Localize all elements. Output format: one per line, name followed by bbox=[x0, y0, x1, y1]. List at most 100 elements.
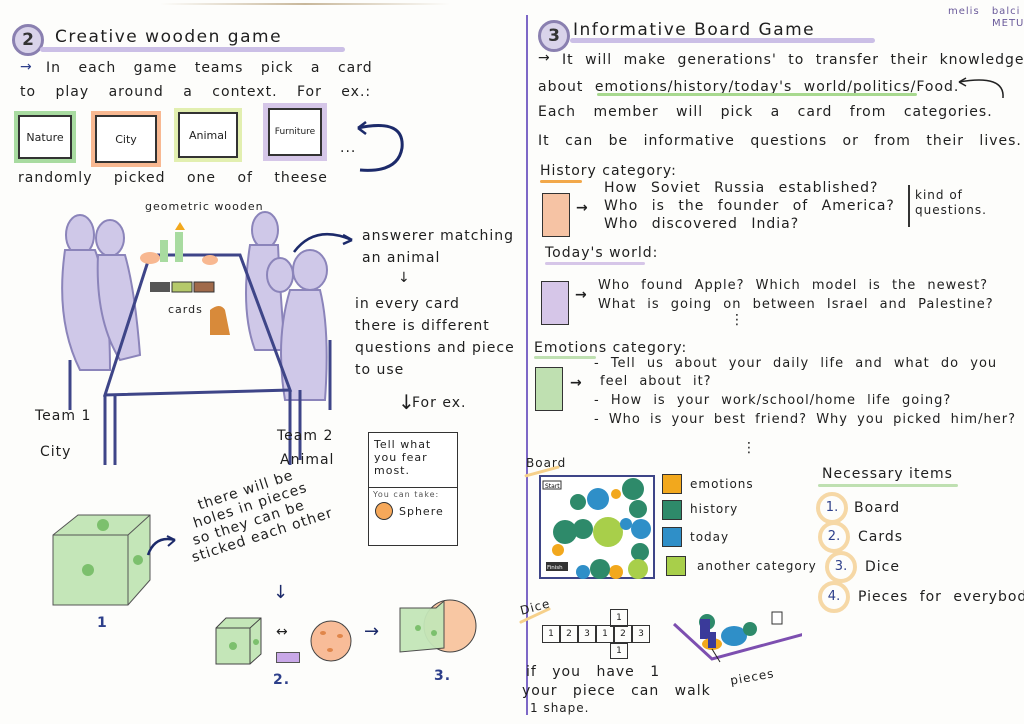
dice-rule: if you have 1 bbox=[526, 664, 661, 680]
example-card: Tell what you fear most. You can take: S… bbox=[368, 432, 458, 546]
item-number-badge: 1. bbox=[816, 492, 848, 524]
dice-net: 1 1 2 3 1 2 3 1 bbox=[542, 609, 650, 659]
page-divider bbox=[526, 15, 528, 715]
today-underline bbox=[545, 262, 645, 265]
emotions-question: - How is your work/school/home life goin… bbox=[594, 393, 952, 408]
net-cell: 1 bbox=[542, 625, 560, 643]
section-number-badge: 3 bbox=[538, 20, 570, 52]
more-indicator: ⋮ bbox=[730, 312, 745, 328]
dice-rule: 1 shape. bbox=[530, 701, 590, 715]
arrow-icon: → bbox=[575, 287, 588, 303]
back-arrow-icon bbox=[958, 77, 1004, 99]
item-number-badge: 2. bbox=[818, 521, 850, 553]
legend-swatch-today bbox=[662, 527, 682, 547]
author-school: METU bbox=[992, 18, 1024, 29]
card-question: most. bbox=[374, 464, 410, 477]
answerer-text: an animal bbox=[362, 250, 441, 266]
context-card-nature: Nature bbox=[18, 115, 72, 159]
emotions-question: - Tell us about your daily life and what… bbox=[594, 356, 998, 371]
step3-label: 3. bbox=[434, 668, 452, 684]
intro-line: It can be informative questions or from … bbox=[538, 133, 1022, 149]
necessary-item: 2. Cards bbox=[818, 521, 903, 553]
history-question: Who discovered India? bbox=[604, 216, 800, 232]
down-arrow-icon: ↓ bbox=[398, 270, 411, 286]
net-cell: 2 bbox=[614, 625, 632, 643]
history-question: Who is the founder of America? bbox=[604, 198, 895, 214]
title-underline bbox=[40, 47, 345, 52]
necessary-item: 4. Pieces for everybody bbox=[818, 581, 1024, 613]
context-label: Nature bbox=[26, 130, 64, 144]
net-cell: 1 bbox=[596, 625, 614, 643]
arrow-icon bbox=[146, 535, 176, 556]
board-path-spaces bbox=[552, 478, 651, 579]
section-number-badge: 2 bbox=[12, 24, 44, 56]
intro-line: to play around a context. For ex.: bbox=[20, 84, 372, 100]
necessary-title: Necessary items bbox=[822, 466, 953, 482]
item-label: Pieces for everybody bbox=[858, 589, 1024, 605]
legend-swatch-history bbox=[662, 500, 682, 520]
necessary-item: 3. Dice bbox=[825, 551, 900, 583]
intro-arrow-icon: → bbox=[20, 59, 33, 75]
context-card-city: City bbox=[95, 115, 157, 163]
intro-arrow-icon: → bbox=[538, 50, 551, 66]
answerer-text: answerer matching bbox=[362, 228, 515, 244]
more-indicator: ⋮ bbox=[742, 440, 757, 456]
history-heading: History category: bbox=[540, 163, 677, 179]
down-arrow-icon: ↓ bbox=[273, 582, 290, 603]
context-label: Animal bbox=[188, 128, 228, 142]
card-piece: Sphere bbox=[375, 502, 451, 520]
today-question: Who found Apple? Which model is the newe… bbox=[598, 278, 989, 293]
legend-label: another category bbox=[697, 559, 817, 573]
item-label: Board bbox=[854, 500, 901, 516]
net-cell: 2 bbox=[560, 625, 578, 643]
random-note: randomly picked one of theese bbox=[18, 170, 328, 186]
cube-piece-small bbox=[215, 617, 262, 665]
context-label: City bbox=[115, 132, 137, 146]
today-card-icon bbox=[541, 281, 569, 325]
emotions-question: - Who is your best friend? Why you picke… bbox=[594, 412, 1016, 427]
necessary-underline bbox=[818, 484, 958, 487]
history-card-icon bbox=[542, 193, 570, 237]
connector-peg bbox=[276, 652, 300, 663]
card-info-text: to use bbox=[355, 362, 405, 378]
connect-arrow-icon: ↔ bbox=[276, 624, 289, 640]
geometric-wooden-label: geometric wooden bbox=[145, 200, 264, 213]
step1-label: 1 bbox=[97, 615, 108, 631]
item-label: Dice bbox=[865, 559, 900, 575]
team1-context: City bbox=[40, 444, 72, 460]
title-underline bbox=[570, 38, 875, 43]
legend-label: history bbox=[690, 502, 739, 516]
team2-label: Team 2 bbox=[277, 428, 334, 444]
intro-line: about emotions/history/today's world/pol… bbox=[538, 79, 960, 95]
card-question: Tell what bbox=[374, 438, 432, 451]
team-table-illustration bbox=[61, 211, 332, 465]
card-info-text: in every card bbox=[355, 296, 460, 312]
item-label: Cards bbox=[858, 529, 904, 545]
arrow-icon: → bbox=[570, 375, 583, 391]
card-info-text: questions and piece bbox=[355, 340, 515, 356]
context-label: Furniture bbox=[274, 127, 316, 137]
down-arrow-icon: ↓ bbox=[398, 390, 416, 414]
arrow-icon: → bbox=[576, 200, 589, 216]
cards-label: cards bbox=[168, 303, 203, 316]
board-start-text: Start bbox=[545, 483, 560, 490]
dice-rule: your piece can walk bbox=[522, 683, 711, 699]
curved-arrow-icon bbox=[293, 232, 353, 253]
step2-label: 2. bbox=[273, 672, 291, 688]
team1-label: Team 1 bbox=[35, 408, 92, 424]
cycle-arrow-icon bbox=[357, 121, 404, 172]
context-card-furniture: Furniture bbox=[268, 108, 322, 156]
emotions-card-icon bbox=[535, 367, 563, 411]
context-card-animal: Animal bbox=[178, 112, 238, 158]
history-underline bbox=[540, 180, 582, 183]
history-note: questions. bbox=[915, 203, 987, 217]
card-take-label: You can take: bbox=[373, 490, 440, 499]
ellipsis: ... bbox=[340, 140, 357, 156]
game-board-illustration: Start Finish bbox=[539, 475, 655, 579]
card-question: you fear bbox=[374, 451, 428, 464]
legend-label: today bbox=[690, 530, 730, 544]
legend-swatch-another bbox=[666, 556, 686, 576]
bracket-divider bbox=[908, 185, 910, 227]
team2-context: Animal bbox=[280, 452, 335, 468]
pieces-note: there will be holes in pieces so they ca… bbox=[175, 459, 335, 565]
